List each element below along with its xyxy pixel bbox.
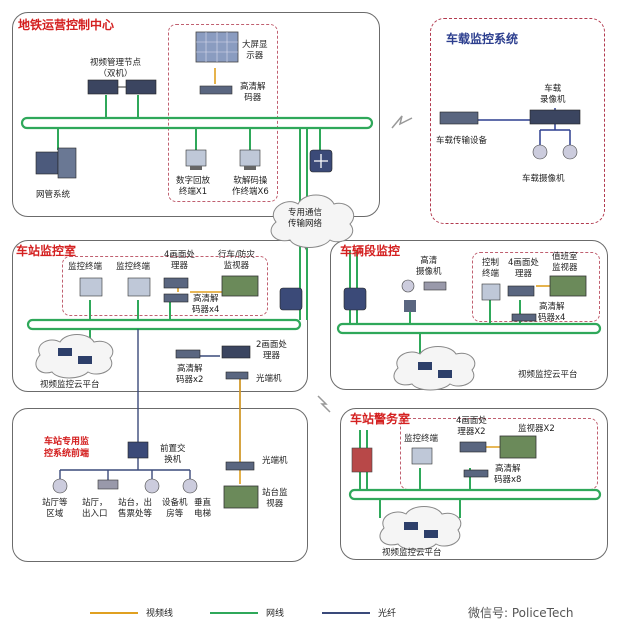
front-switch-label: 前置交 换机	[160, 444, 186, 465]
network-mgmt-label: 网管系统	[36, 190, 71, 200]
processor-2-icon	[175, 345, 251, 380]
network-mgmt-icon	[35, 147, 77, 179]
control-center-title: 地铁运营控制中心	[18, 18, 115, 32]
video-node-label: 视频管理节点 （双机）	[90, 58, 142, 79]
station-police-room-title: 车站警务室	[350, 412, 411, 426]
vehicle-recorder-icon	[529, 109, 581, 125]
depot-cloud-icon	[393, 346, 476, 391]
front-switch-icon	[127, 441, 149, 459]
hd-decoder-x2-label: 高清解 码器x2	[176, 364, 204, 385]
processor-2-label: 2画面处 理器	[256, 340, 287, 361]
digital-playback-label: 数字回放 终端X1	[176, 176, 211, 197]
depot-network-bus	[336, 322, 602, 335]
depot-hd-decoder-label: 高清解 码器x4	[538, 302, 566, 323]
station-cloud-label: 视频监控云平台	[40, 380, 100, 390]
processor-4-label: 4画面处 理器	[164, 250, 195, 271]
area-equipment-label: 设备机 房等	[162, 498, 188, 519]
hd-decoder-x4-label: 高清解 码器x4	[192, 294, 220, 315]
vehicle-transmitter-label: 车载传输设备	[436, 136, 488, 146]
depot-switch-icon	[343, 287, 367, 311]
vehicle-transmitter-icon	[439, 111, 479, 125]
vehicle-system-title: 车载监控系统	[446, 32, 519, 46]
display-group	[168, 24, 278, 202]
station-platform-monitor-label: 站台监 视器	[262, 488, 288, 509]
area-platform-label: 站台，出 售票处等	[118, 498, 153, 519]
monitor-terminal-1-label: 监控终端	[68, 262, 103, 272]
depot-processor-label: 4画面处 理器	[508, 258, 539, 279]
core-switch-icon	[309, 149, 333, 173]
network-cloud-label: 专用通信 传输网络	[288, 208, 323, 229]
area-hall-label: 站厅等 区域	[42, 498, 68, 519]
legend-network-line	[210, 612, 258, 614]
depot-control-terminal-label: 控制 终端	[482, 258, 500, 279]
police-cloud-label: 视频监控云平台	[382, 548, 442, 558]
depot-terminal-group	[472, 252, 600, 322]
vehicle-recorder-label: 车载 录像机	[540, 84, 566, 105]
control-center-network-bus	[20, 116, 374, 130]
depot-monitor-title: 车辆段监控	[340, 244, 401, 258]
monitor-terminal-icon	[79, 277, 151, 297]
big-screen-icon	[195, 31, 239, 63]
legend-fiber-line	[322, 612, 370, 614]
frontend-title: 车站专用监 控系统前端	[44, 437, 90, 459]
police-terminal-label: 监控终端	[404, 434, 439, 444]
hd-decoder-icon	[199, 85, 233, 95]
police-hd-decoder-label: 高清解 码器x8	[494, 464, 522, 485]
processor-icon	[163, 277, 189, 303]
hd-decoder-label: 高清解 码器	[240, 82, 266, 103]
soft-decoder-terminal-icon	[239, 149, 261, 170]
wireless-link-icon	[391, 115, 413, 129]
police-alarm-icon	[351, 447, 373, 473]
legend-video-label: 视频线	[146, 609, 174, 619]
vehicle-camera-icon	[532, 144, 578, 160]
area-entrance-label: 站厅， 出入口	[82, 498, 108, 519]
station-monitor-room-title: 车站监控室	[16, 244, 77, 258]
digital-playback-icon	[185, 149, 207, 170]
depot-terminal-icon	[481, 275, 587, 322]
optical-transceiver-icon	[225, 461, 255, 471]
station-cloud-icon	[35, 334, 114, 379]
police-processor-label: 4画面处 理器X2	[456, 416, 487, 437]
legend-video-line	[90, 612, 138, 614]
monitor-terminal-2-label: 监控终端	[116, 262, 151, 272]
depot-duty-monitor-label: 值班室 监视器	[552, 252, 578, 273]
vehicle-camera-label: 车载摄像机	[522, 174, 565, 184]
soft-decoder-label: 软解码操 作终端X6	[232, 176, 269, 197]
police-cloud-icon	[379, 506, 462, 551]
legend-network-label: 网线	[266, 609, 285, 619]
legend-fiber-label: 光纤	[378, 609, 397, 619]
hd-camera-icon	[401, 279, 447, 312]
wireless-link-icon-2	[317, 395, 331, 413]
police-terminal-icon	[411, 435, 537, 478]
video-node-icon	[87, 79, 157, 95]
police-network-bus	[348, 488, 602, 501]
frontend-camera-icon	[52, 478, 198, 494]
station-terminal-group	[62, 256, 268, 316]
depot-hd-camera-label: 高清 摄像机	[416, 256, 442, 277]
network-cloud-icon	[270, 194, 355, 248]
train-fire-monitor-icon	[221, 275, 259, 297]
vehicle-system-panel	[430, 18, 605, 224]
station-switch-icon	[279, 287, 303, 311]
depot-cloud-label: 视频监控云平台	[518, 370, 578, 380]
train-fire-monitor-label: 行车/防灾 监视器	[218, 250, 255, 271]
optical-2-label: 光端机	[262, 456, 288, 466]
station-platform-monitor-icon	[223, 485, 259, 509]
police-monitor-label: 监视器X2	[518, 424, 555, 434]
optical-1-label: 光端机	[256, 374, 282, 384]
area-elevator-label: 垂直 电梯	[194, 498, 212, 519]
station-network-bus	[26, 318, 302, 331]
watermark-text: 微信号: PoliceTech	[468, 606, 574, 620]
big-screen-label: 大屏显 示器	[242, 40, 268, 61]
